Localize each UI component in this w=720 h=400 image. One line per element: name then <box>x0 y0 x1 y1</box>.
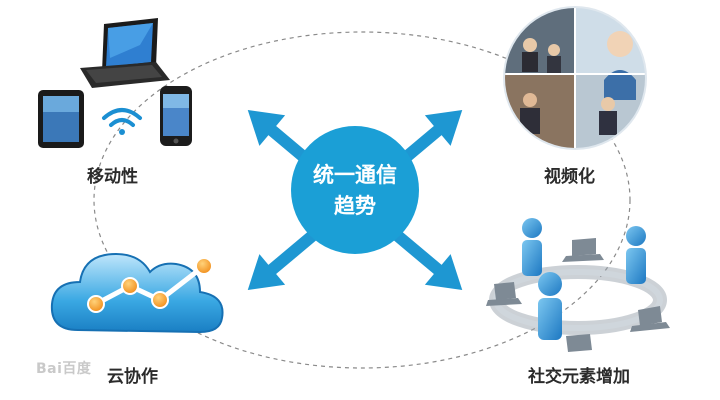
label-cloud: 云协作 <box>107 367 158 387</box>
label-mobile: 移动性 <box>87 167 138 187</box>
social-network-icon <box>486 218 670 352</box>
dashed-orbit <box>93 31 631 369</box>
center-title-line1: 统一通信 <box>313 163 397 187</box>
center-title-line2: 趋势 <box>334 194 376 218</box>
watermark-logo: Bai百度 <box>36 361 92 377</box>
tablet-icon <box>38 90 84 148</box>
video-conference-icon <box>503 6 647 150</box>
cloud-chart-icon <box>50 252 224 334</box>
smartphone-icon <box>160 86 192 146</box>
wifi-icon <box>102 108 142 135</box>
label-social: 社交元素增加 <box>528 367 630 387</box>
label-video: 视频化 <box>544 167 595 187</box>
laptop-icon <box>80 18 170 88</box>
center-circle <box>291 126 419 254</box>
